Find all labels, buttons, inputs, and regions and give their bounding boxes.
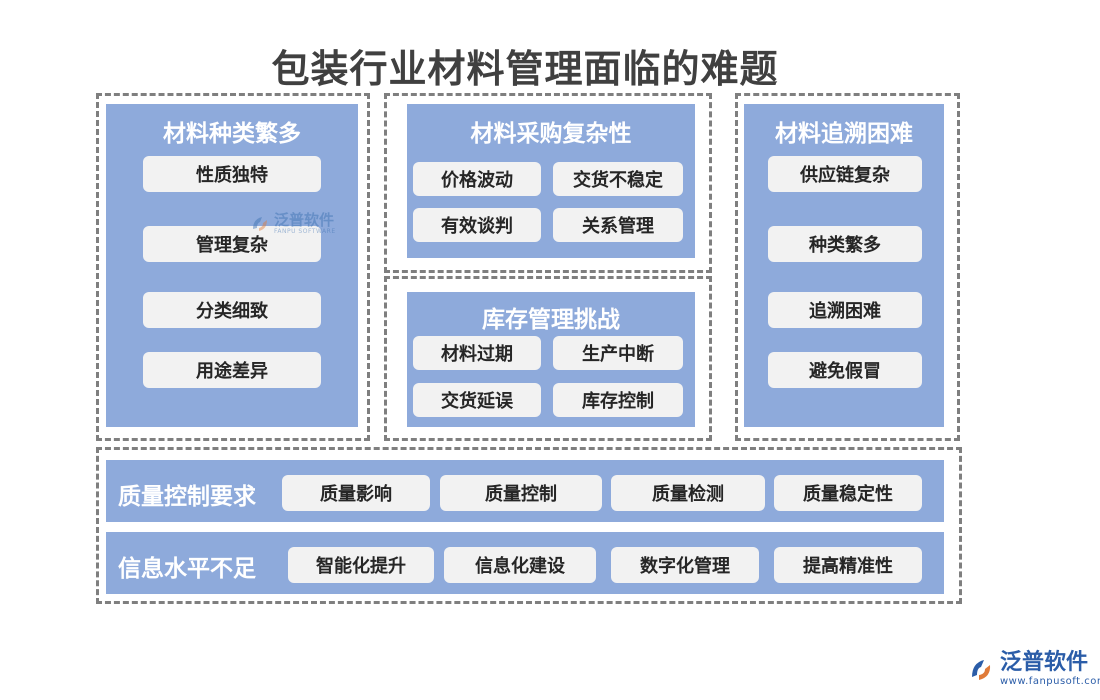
quality-title: 质量控制要求 <box>118 484 256 510</box>
inventory-frame <box>384 276 712 441</box>
quality-item: 质量控制 <box>440 475 602 511</box>
information-item: 数字化管理 <box>611 547 759 583</box>
information-item: 信息化建设 <box>444 547 596 583</box>
watermark-brand: 泛普软件 <box>274 211 335 229</box>
inventory-item: 库存控制 <box>553 383 683 417</box>
traceability-title: 材料追溯困难 <box>775 121 913 147</box>
fanpu-logo-icon <box>972 659 991 680</box>
quality-item: 质量影响 <box>282 475 430 511</box>
information-item: 智能化提升 <box>288 547 434 583</box>
inventory-item: 交货延误 <box>413 383 541 417</box>
inventory-item: 材料过期 <box>413 336 541 370</box>
variety-item: 性质独特 <box>143 156 321 192</box>
information-item: 提高精准性 <box>774 547 922 583</box>
variety-item: 用途差异 <box>143 352 321 388</box>
watermark-sub: FANPU SOFTWARE <box>274 228 336 235</box>
procurement-panel: 材料采购复杂性 价格波动 交货不稳定 有效谈判 关系管理 <box>407 104 695 258</box>
brand-logo: 泛普软件 www.fanpusoft.com <box>968 652 1100 687</box>
traceability-item: 种类繁多 <box>768 226 922 262</box>
page-title: 包装行业材料管理面临的难题 <box>271 47 779 91</box>
procurement-item: 有效谈判 <box>413 208 541 242</box>
information-title: 信息水平不足 <box>118 556 256 582</box>
quality-item: 质量稳定性 <box>774 475 922 511</box>
quality-item: 质量检测 <box>611 475 765 511</box>
procurement-item: 价格波动 <box>413 162 541 196</box>
traceability-frame <box>735 93 960 441</box>
inventory-panel: 库存管理挑战 材料过期 生产中断 交货延误 库存控制 <box>407 292 695 427</box>
traceability-item: 避免假冒 <box>768 352 922 388</box>
quality-panel: 质量控制要求 质量影响 质量控制 质量检测 质量稳定性 <box>106 460 944 522</box>
inventory-item: 生产中断 <box>553 336 683 370</box>
variety-panel: 材料种类繁多 性质独特 管理复杂 分类细致 用途差异 <box>106 104 358 427</box>
variety-item: 分类细致 <box>143 292 321 328</box>
inventory-title: 库存管理挑战 <box>482 307 620 333</box>
fanpu-logo-icon <box>253 216 267 231</box>
variety-title: 材料种类繁多 <box>163 121 301 147</box>
traceability-panel: 材料追溯困难 供应链复杂 种类繁多 追溯困难 避免假冒 <box>744 104 944 427</box>
procurement-title: 材料采购复杂性 <box>470 121 632 147</box>
watermark: 泛普软件 FANPU SOFTWARE <box>250 212 336 235</box>
procurement-item: 交货不稳定 <box>553 162 683 196</box>
logo-url: www.fanpusoft.com <box>1000 676 1100 687</box>
procurement-frame <box>384 93 712 273</box>
logo-brand: 泛普软件 <box>1000 650 1089 675</box>
procurement-item: 关系管理 <box>553 208 683 242</box>
bottom-frame <box>96 447 962 604</box>
traceability-item: 追溯困难 <box>768 292 922 328</box>
information-panel: 信息水平不足 智能化提升 信息化建设 数字化管理 提高精准性 <box>106 532 944 594</box>
traceability-item: 供应链复杂 <box>768 156 922 192</box>
variety-item: 管理复杂 <box>143 226 321 262</box>
variety-frame <box>96 93 370 441</box>
